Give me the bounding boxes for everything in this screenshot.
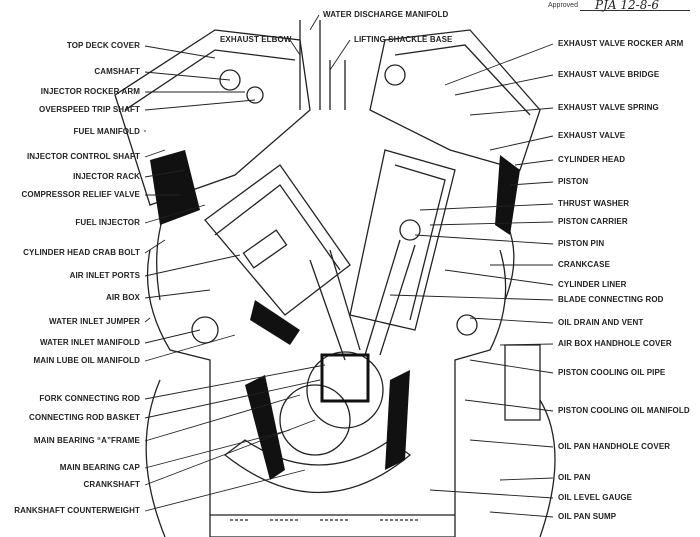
label-exhaust-valve: EXHAUST VALVE: [558, 131, 626, 140]
sectioned-walls: [150, 150, 520, 480]
leader-line: [144, 364, 326, 400]
leader-line: [144, 317, 151, 323]
label-blade-connecting-rod: BLADE CONNECTING ROD: [558, 295, 664, 304]
label-oil-drain-and-vent: OIL DRAIN AND VENT: [558, 318, 644, 327]
leader-line: [309, 14, 320, 31]
label-oil-pan: OIL PAN: [558, 473, 591, 482]
leader-line: [429, 221, 554, 226]
label-air-box-handhole-cover: AIR BOX HANDHOLE COVER: [558, 339, 672, 348]
label-lifting-shackle-base: LIFTING SHACKLE BASE: [354, 35, 453, 44]
leader-line: [444, 43, 554, 86]
leader-line: [144, 71, 231, 81]
label-rankshaft-counterweight: RANKSHAFT COUNTERWEIGHT: [14, 506, 140, 515]
leader-line: [144, 289, 211, 299]
label-injector-control-shaft: INJECTOR CONTROL SHAFT: [26, 152, 140, 161]
label-piston-cooling-oil-manifold: PISTON COOLING OIL MANIFOLD: [558, 406, 690, 415]
leader-line: [144, 254, 241, 277]
label-top-deck-cover: TOP DECK COVER: [66, 41, 140, 50]
label-crankshaft: CRANKSHAFT: [83, 480, 140, 489]
label-fuel-manifold: FUEL MANIFOLD: [73, 127, 140, 136]
label-water-inlet-jumper: WATER INLET JUMPER: [49, 317, 140, 326]
signature-line: [580, 10, 690, 11]
leader-line: [289, 39, 301, 56]
leader-line: [469, 107, 554, 116]
label-camshaft: CAMSHAFT: [94, 67, 140, 76]
label-fuel-injector: FUEL INJECTOR: [75, 218, 140, 227]
leader-line: [469, 317, 554, 324]
leader-line: [144, 99, 256, 111]
leader-lines: [144, 14, 554, 518]
leader-line: [144, 45, 216, 59]
leader-line: [499, 343, 554, 346]
label-injector-rocker-arm: INJECTOR ROCKER ARM: [40, 87, 140, 96]
label-main-bearing-a-frame: MAIN BEARING “A”FRAME: [33, 436, 140, 445]
label-oil-pan-sump: OIL PAN SUMP: [558, 512, 617, 521]
label-water-discharge-manifold: WATER DISCHARGE MANIFOLD: [323, 10, 449, 19]
leader-line: [429, 489, 554, 499]
leader-line: [144, 239, 166, 254]
leader-line: [514, 159, 554, 166]
leader-line: [454, 74, 554, 96]
leader-line: [389, 294, 554, 301]
leader-line: [144, 329, 201, 344]
label-cylinder-head-crab-bolt: CYLINDER HEAD CRAB BOLT: [23, 248, 140, 257]
approved-label: Approved: [548, 2, 578, 9]
label-cylinder-liner: CYLINDER LINER: [558, 280, 627, 289]
label-piston-pin: PISTON PIN: [558, 239, 605, 248]
leader-line: [469, 439, 554, 448]
label-air-inlet-ports: AIR INLET PORTS: [69, 271, 140, 280]
leader-line: [144, 204, 206, 224]
label-injector-rack: INJECTOR RACK: [73, 172, 140, 181]
leader-line: [509, 181, 554, 186]
leader-line: [144, 394, 301, 442]
leader-line: [144, 419, 316, 486]
leader-line: [329, 39, 351, 71]
label-main-bearing-cap: MAIN BEARING CAP: [59, 463, 140, 472]
leader-line: [144, 429, 291, 469]
leader-line: [144, 469, 306, 512]
leader-line: [489, 135, 554, 151]
label-overspeed-trip-shaft: OVERSPEED TRIP SHAFT: [39, 105, 140, 114]
label-piston: PISTON: [558, 177, 589, 186]
label-connecting-rod-basket: CONNECTING ROD BASKET: [29, 413, 140, 422]
leader-line: [144, 334, 236, 362]
label-oil-level-gauge: OIL LEVEL GAUGE: [558, 493, 633, 502]
leader-line: [144, 149, 166, 158]
leader-line: [489, 511, 554, 518]
label-main-lube-oil-manifold: MAIN LUBE OIL MANIFOLD: [33, 356, 140, 365]
leader-line: [419, 203, 554, 211]
approval-signature: PJA 12-8-6: [595, 0, 660, 12]
leader-line: [144, 379, 321, 419]
label-oil-pan-handhole-cover: OIL PAN HANDHOLE COVER: [558, 442, 671, 451]
label-fork-connecting-rod: FORK CONNECTING ROD: [39, 394, 140, 403]
leader-line: [444, 269, 554, 286]
label-exhaust-valve-rocker-arm: EXHAUST VALVE ROCKER ARM: [558, 39, 684, 48]
label-water-inlet-manifold: WATER INLET MANIFOLD: [39, 338, 140, 347]
leader-line: [499, 477, 554, 481]
label-cylinder-head: CYLINDER HEAD: [558, 155, 626, 164]
label-compressor-relief-valve: COMPRESSOR RELIEF VALVE: [21, 190, 140, 199]
engine-outline: [114, 20, 556, 537]
label-piston-cooling-oil-pipe: PISTON COOLING OIL PIPE: [558, 368, 666, 377]
label-exhaust-elbow: EXHAUST ELBOW: [220, 35, 292, 44]
label-piston-carrier: PISTON CARRIER: [558, 217, 628, 226]
leader-line: [469, 359, 554, 374]
leader-line: [414, 234, 554, 245]
label-thrust-washer: THRUST WASHER: [558, 199, 630, 208]
leader-line: [144, 169, 186, 178]
label-exhaust-valve-bridge: EXHAUST VALVE BRIDGE: [558, 70, 660, 79]
label-air-box: AIR BOX: [105, 293, 140, 302]
leader-line: [464, 399, 554, 412]
label-crankcase: CRANKCASE: [558, 260, 611, 269]
label-exhaust-valve-spring: EXHAUST VALVE SPRING: [558, 103, 659, 112]
